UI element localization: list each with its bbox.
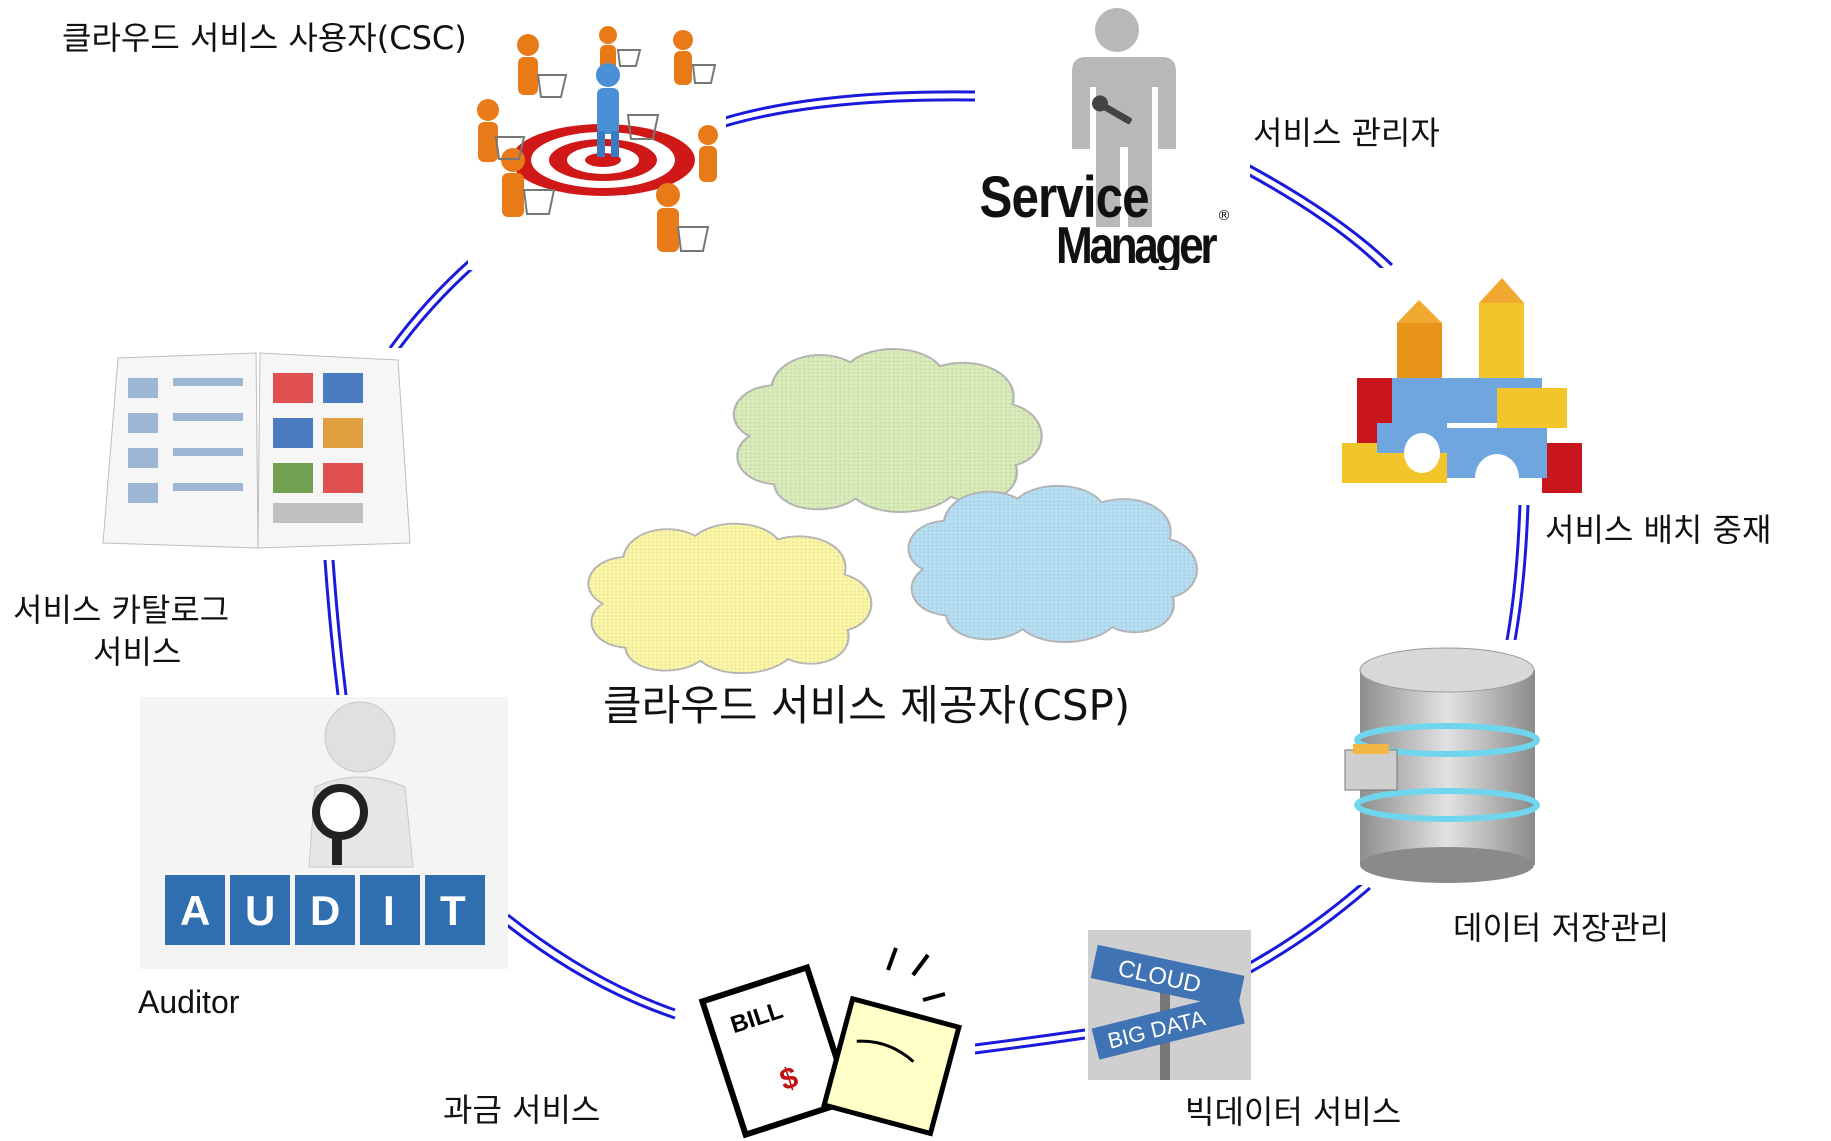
catalog-book-icon [98, 348, 418, 558]
logo-line-service: Service [980, 165, 1150, 230]
block-d: D [310, 887, 340, 934]
broker-label: 서비스 배치 중재 [1545, 511, 1772, 549]
manager-label: 서비스 관리자 [1253, 114, 1440, 152]
cloud-yellow [587, 522, 873, 675]
block-i: I [383, 887, 395, 934]
link-manager-broker [1247, 163, 1394, 267]
shopping-cart-target-icon [468, 15, 726, 270]
cloud-green [732, 347, 1043, 514]
audit-magnifier-icon: A U D I T [140, 697, 508, 969]
link-auditor-catalog [323, 559, 340, 696]
catalog-label-line2: 서비스 [93, 633, 182, 671]
billing-label: 과금 서비스 [443, 1091, 601, 1129]
cloud-blue [907, 484, 1199, 644]
block-a: A [180, 887, 210, 934]
link-csc-manager [724, 90, 976, 120]
csc-label: 클라우드 서비스 사용자(CSC) [62, 19, 467, 57]
auditor-label: Auditor [138, 984, 240, 1020]
logo-line-manager: Manager [1056, 217, 1218, 270]
link-bigdata-billing [974, 1028, 1086, 1047]
link-catalog-csc [388, 258, 471, 349]
service-manager-person-icon: Service Manager ® [977, 5, 1250, 270]
link-billing-auditor [507, 913, 676, 1012]
bigdata-label: 빅데이터 서비스 [1185, 1093, 1402, 1131]
link-broker-storage [1513, 504, 1530, 641]
target-rings [511, 124, 695, 196]
database-drawer-icon [1335, 640, 1560, 885]
building-blocks-icon [1337, 268, 1610, 503]
catalog-label-line1: 서비스 카탈로그 [13, 591, 230, 629]
street-sign-icon: CLOUD BIG DATA [1088, 930, 1251, 1080]
csp-label: 클라우드 서비스 제공자(CSP) [603, 681, 1131, 730]
storage-label: 데이터 저장관리 [1453, 909, 1670, 947]
block-t: T [440, 887, 466, 934]
link-storage-bigdata [1244, 886, 1371, 977]
bill-paper-icon: BILL $ [678, 930, 975, 1141]
block-u: U [245, 887, 275, 934]
logo-registered: ® [1217, 208, 1231, 224]
